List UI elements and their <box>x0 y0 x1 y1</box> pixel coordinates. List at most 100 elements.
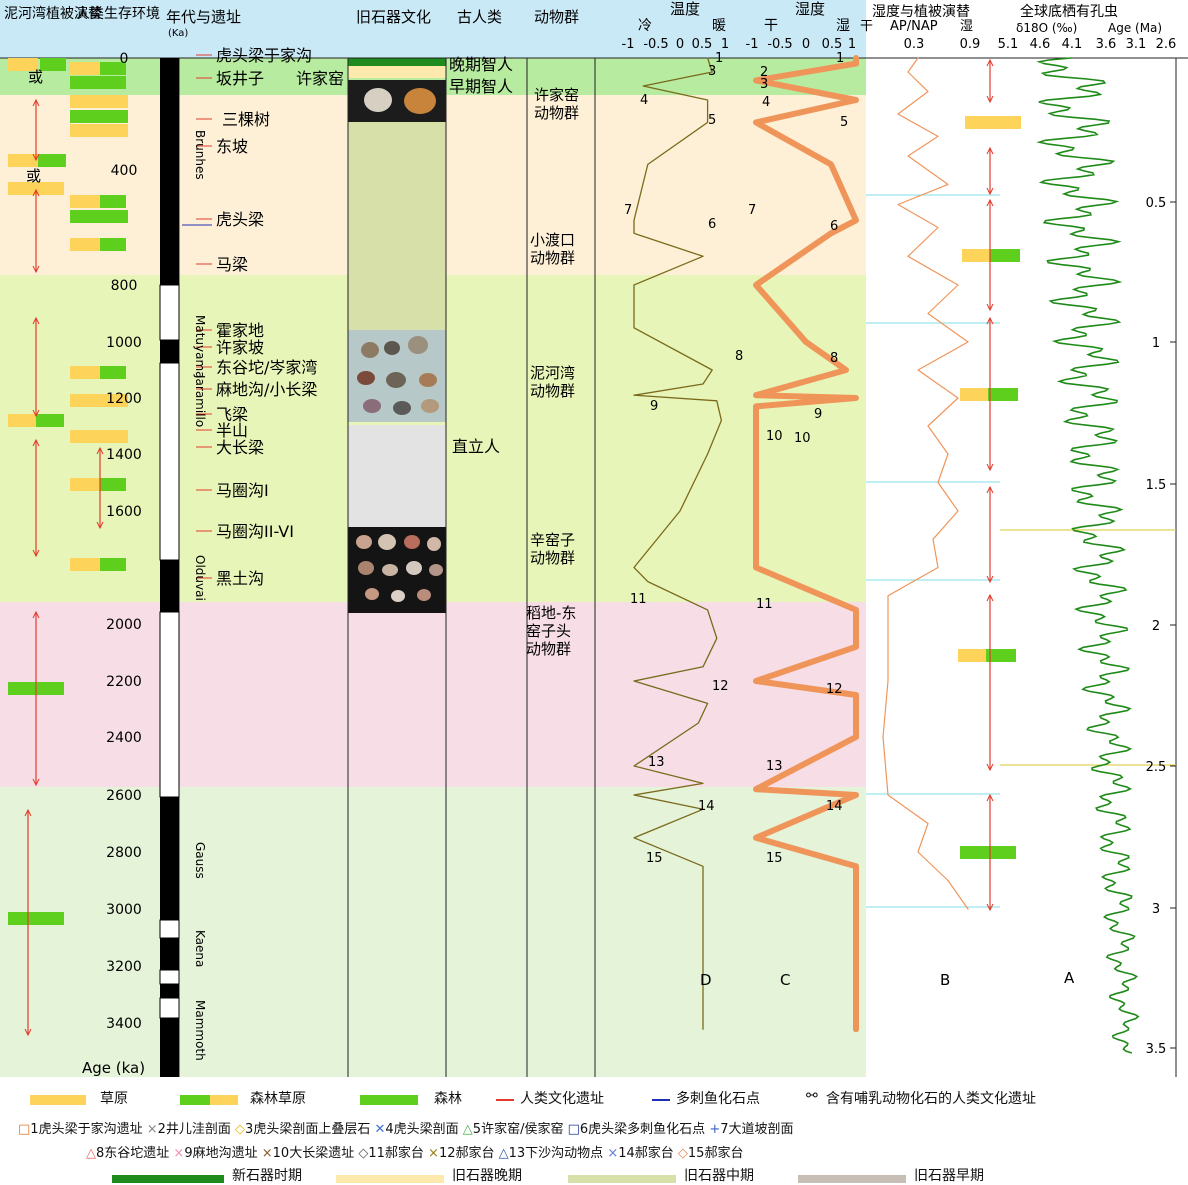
vegetation-bar-31 <box>960 388 990 401</box>
fauna-label-4-1: 窑子头 <box>526 622 571 640</box>
legend-row2-item-2: 2井儿洼剖面 <box>157 1122 231 1137</box>
hum-marker-number-10: 11 <box>756 597 773 612</box>
magnetic-label-3: Olduvai <box>193 555 207 601</box>
hominin-label-1: 早期智人 <box>449 77 513 96</box>
legend-site-line <box>496 1099 514 1101</box>
header-ka: (Ka) <box>168 28 188 39</box>
ma-tick-label-3: 2 <box>1152 619 1160 634</box>
or-label-2: 或 <box>26 167 41 185</box>
range-arrow-head-bottom-12 <box>986 763 994 772</box>
hum-marker-number-14: 15 <box>766 851 783 866</box>
legend-forest-grass: 森林草原 <box>250 1091 306 1107</box>
hum-marker-number-12: 13 <box>766 759 783 774</box>
hum-axis-tick-2: 0 <box>802 37 810 52</box>
legend-row2-item-3: 3虎头梁剖面上叠层石 <box>245 1122 371 1137</box>
range-arrow-head-top-3 <box>32 438 40 447</box>
legend-earlypal-swatch <box>798 1175 906 1183</box>
artifact-photo-3 <box>348 527 446 613</box>
site-label-7: 霍家地 <box>216 321 264 340</box>
range-arrow-head-bottom-11 <box>986 575 994 584</box>
temp-axis-tick-4: 1 <box>721 37 729 52</box>
fauna-label-2-1: 动物群 <box>530 382 575 400</box>
vegetation-bar-4 <box>70 76 126 89</box>
vegetation-bar-5 <box>70 95 128 108</box>
vegetation-bar-23 <box>100 478 126 491</box>
temp-marker-number-11: 13 <box>648 755 665 770</box>
vegetation-bar-14 <box>70 238 100 251</box>
magnetic-label-4: Gauss <box>193 842 207 879</box>
age-tick-label-13: 3200 <box>106 959 142 975</box>
magnetic-labels-group: BrunhesMatuyamaJaramilloOlduvaiGaussKaen… <box>193 130 207 1061</box>
benthic-d18o-line <box>1036 57 1140 1054</box>
d18o-axis-tick-0: 5.1 <box>998 37 1019 52</box>
site-label-1: 坂井子 <box>216 69 264 88</box>
legend-forest-swatch <box>360 1095 418 1105</box>
hum-marker-number-0: 1 <box>836 51 844 66</box>
hum-marker-number-6: 6 <box>830 219 838 234</box>
vegetation-bar-29 <box>962 249 992 262</box>
hominin-label-0: 晚期智人 <box>449 55 513 74</box>
vegetation-bar-6 <box>70 110 128 123</box>
legend-row2-item-7: 7大道坡剖面 <box>720 1122 794 1137</box>
legend-row3-item-3: 10大长梁遗址 <box>272 1146 355 1161</box>
legend-midpal-swatch <box>568 1175 676 1183</box>
legend-fish-site: 多刺鱼化石点 <box>676 1091 760 1107</box>
range-arrow-head-bottom-2 <box>32 409 40 418</box>
band-pliocene <box>0 787 866 1077</box>
benthic-d18o-curve-group <box>1036 57 1140 1054</box>
age-tick-label-0: 0 <box>120 51 129 67</box>
header-hum: 湿度 <box>795 0 825 18</box>
magnetic-label-6: Mammoth <box>193 1000 207 1061</box>
vegetation-bar-17 <box>100 366 126 379</box>
panel-letter-d: D <box>700 971 712 989</box>
fauna-label-3-1: 动物群 <box>530 549 575 567</box>
age-tick-label-3: 1000 <box>106 335 142 351</box>
temp-marker-number-7: 9 <box>650 399 658 414</box>
magnetic-label-0: Brunhes <box>193 130 207 180</box>
legend-human-site: 人类文化遗址 <box>520 1091 604 1107</box>
legend-grass: 草原 <box>100 1091 128 1107</box>
late-pal-fill <box>348 66 446 78</box>
header-human-env: 人类生存环境 <box>76 6 160 22</box>
legend-forestgrass-swatch-b <box>210 1095 238 1105</box>
header-age-ma: Age (Ma) <box>1108 21 1162 35</box>
vegetation-bar-25 <box>100 558 126 571</box>
legend-forest: 森林 <box>434 1091 462 1107</box>
site-label-5: 虎头梁 <box>216 210 264 229</box>
vegetation-bar-12 <box>100 195 126 208</box>
header-humveg-dry: 干 <box>860 19 873 34</box>
vegetation-bars-group <box>8 58 1021 925</box>
legend-mid-pal: 旧石器中期 <box>684 1168 754 1184</box>
header-d18o: δ18O (‰) <box>1016 21 1077 35</box>
fauna-label-3-0: 辛窑子 <box>530 531 575 549</box>
artifact-photo-2 <box>348 330 446 422</box>
temp-marker-number-2: 4 <box>640 93 648 108</box>
age-tick-label-7: 2000 <box>106 617 142 633</box>
site-label-10: 麻地沟/小长梁 <box>216 380 317 399</box>
site-label-16: 黑土沟 <box>216 569 264 588</box>
vegetation-bar-20 <box>36 414 64 427</box>
fauna-label-4-2: 动物群 <box>526 640 571 658</box>
legend-row3-item-4: 11郝家台 <box>368 1146 424 1161</box>
header-humveg-wet: 湿 <box>960 19 973 34</box>
vegetation-bar-8 <box>8 154 38 167</box>
range-arrow-head-top-9 <box>986 198 994 207</box>
site-label-15: 马圈沟II-VI <box>216 522 294 541</box>
ap-nap-curve-group <box>882 57 969 910</box>
ma-tick-label-6: 3.5 <box>1146 1042 1167 1057</box>
temp-marker-number-3: 5 <box>708 113 716 128</box>
ma-tick-label-2: 1.5 <box>1146 478 1167 493</box>
bone-icon: ⚯ <box>806 1088 818 1104</box>
age-tick-label-1: 400 <box>111 163 138 179</box>
range-arrow-head-top-7 <box>986 58 994 67</box>
hum-axis-tick-4: 1 <box>848 37 856 52</box>
header-temp-warm: 暖 <box>712 18 726 34</box>
vegetation-bar-22 <box>70 478 100 491</box>
legend-row3-item-8: 15郝家台 <box>687 1146 744 1161</box>
cyan-guides <box>866 194 1000 908</box>
range-arrow-head-top-4 <box>32 610 40 619</box>
vegetation-bar-18 <box>70 394 128 407</box>
vegetation-bar-21 <box>70 430 128 443</box>
